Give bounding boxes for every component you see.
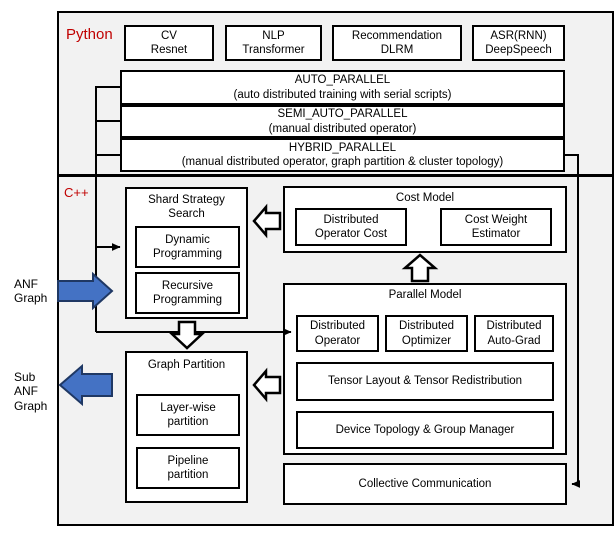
shard-title-line1: Shard Strategy (148, 194, 225, 206)
parallel-mode-semi-auto[interactable]: SEMI_AUTO_PARALLEL (manual distributed o… (120, 105, 565, 138)
shard-title-line2: Search (168, 207, 205, 220)
model-box-asr[interactable]: ASR(RNN) DeepSpeech (472, 25, 565, 61)
gp-pipe-line2: partition (167, 469, 209, 481)
model-asr-line1: ASR(RNN) (490, 29, 547, 42)
model-rec-line1: Recommendation (351, 29, 443, 42)
parallel-mode-semi-desc: (manual distributed operator) (268, 122, 417, 135)
shard-item-recursive-programming[interactable]: Recursive Programming (135, 272, 240, 314)
cost-doc-line2: Operator Cost (314, 228, 388, 240)
gp-layer-line2: partition (167, 416, 209, 428)
shard-rp-line1: Recursive (161, 279, 214, 292)
cost-item-cost-weight-estimator[interactable]: Cost Weight Estimator (440, 208, 552, 246)
collective-communication-box[interactable]: Collective Communication (283, 463, 567, 505)
shard-strategy-search-title: Shard Strategy Search (127, 194, 246, 222)
pm-dop-line1: Distributed (310, 320, 365, 333)
model-cv-line1: CV (161, 29, 177, 42)
model-nlp-line2: Transformer (242, 44, 305, 56)
parallel-model-distributed-optimizer[interactable]: Distributed Optimizer (385, 315, 468, 352)
pm-dop-line2: Operator (314, 334, 361, 347)
model-nlp-line1: NLP (262, 29, 285, 42)
shard-dp-line1: Dynamic (165, 233, 210, 246)
pm-dopt-line1: Distributed (399, 320, 454, 333)
cost-cwe-line2: Estimator (471, 228, 521, 240)
cost-cwe-line1: Cost Weight (464, 213, 528, 226)
cost-item-distributed-operator-cost[interactable]: Distributed Operator Cost (295, 208, 407, 246)
model-rec-line2: DLRM (380, 44, 414, 56)
pm-dag-line2: Auto-Grad (487, 334, 541, 347)
cost-doc-line1: Distributed (323, 213, 379, 226)
anf-graph-input-label: ANF Graph (14, 277, 48, 306)
model-box-cv[interactable]: CV Resnet (124, 25, 214, 61)
shard-item-dynamic-programming[interactable]: Dynamic Programming (135, 226, 240, 268)
model-cv-line2: Resnet (150, 44, 188, 56)
gp-layer-line1: Layer-wise (160, 401, 216, 414)
parallel-mode-hybrid[interactable]: HYBRID_PARALLEL (manual distributed oper… (120, 138, 565, 172)
parallel-mode-auto-name: AUTO_PARALLEL (294, 74, 391, 87)
parallel-model-tensor-layout-redistribution[interactable]: Tensor Layout & Tensor Redistribution (296, 362, 554, 401)
parallel-mode-semi-name: SEMI_AUTO_PARALLEL (277, 108, 408, 121)
model-box-nlp[interactable]: NLP Transformer (225, 25, 322, 61)
graph-partition-pipeline[interactable]: Pipeline partition (136, 447, 240, 489)
cpp-layer-label: C++ (64, 185, 89, 200)
parallel-model-distributed-operator[interactable]: Distributed Operator (296, 315, 379, 352)
parallel-mode-hybrid-name: HYBRID_PARALLEL (288, 141, 397, 154)
parallel-mode-auto-desc: (auto distributed training with serial s… (233, 88, 452, 101)
parallel-mode-hybrid-desc: (manual distributed operator, graph part… (181, 156, 504, 168)
parallel-model-title: Parallel Model (388, 289, 462, 301)
model-box-recommendation[interactable]: Recommendation DLRM (332, 25, 462, 61)
python-layer-label: Python (66, 26, 113, 43)
sub-anf-graph-output-label: Sub ANF Graph (14, 370, 48, 413)
gp-pipe-line1: Pipeline (167, 454, 209, 467)
pm-dopt-line2: Optimizer (401, 334, 452, 347)
parallel-model-distributed-auto-grad[interactable]: Distributed Auto-Grad (474, 315, 554, 352)
parallel-model-device-topology-group-manager[interactable]: Device Topology & Group Manager (296, 411, 554, 449)
parallel-mode-auto[interactable]: AUTO_PARALLEL (auto distributed training… (120, 70, 565, 105)
pm-dag-line1: Distributed (486, 320, 542, 333)
shard-rp-line2: Programming (152, 294, 223, 306)
graph-partition-title: Graph Partition (147, 359, 226, 371)
shard-dp-line2: Programming (152, 248, 223, 260)
graph-partition-layer-wise[interactable]: Layer-wise partition (136, 394, 240, 436)
cost-model-title: Cost Model (395, 192, 455, 204)
model-asr-line2: DeepSpeech (485, 44, 552, 56)
